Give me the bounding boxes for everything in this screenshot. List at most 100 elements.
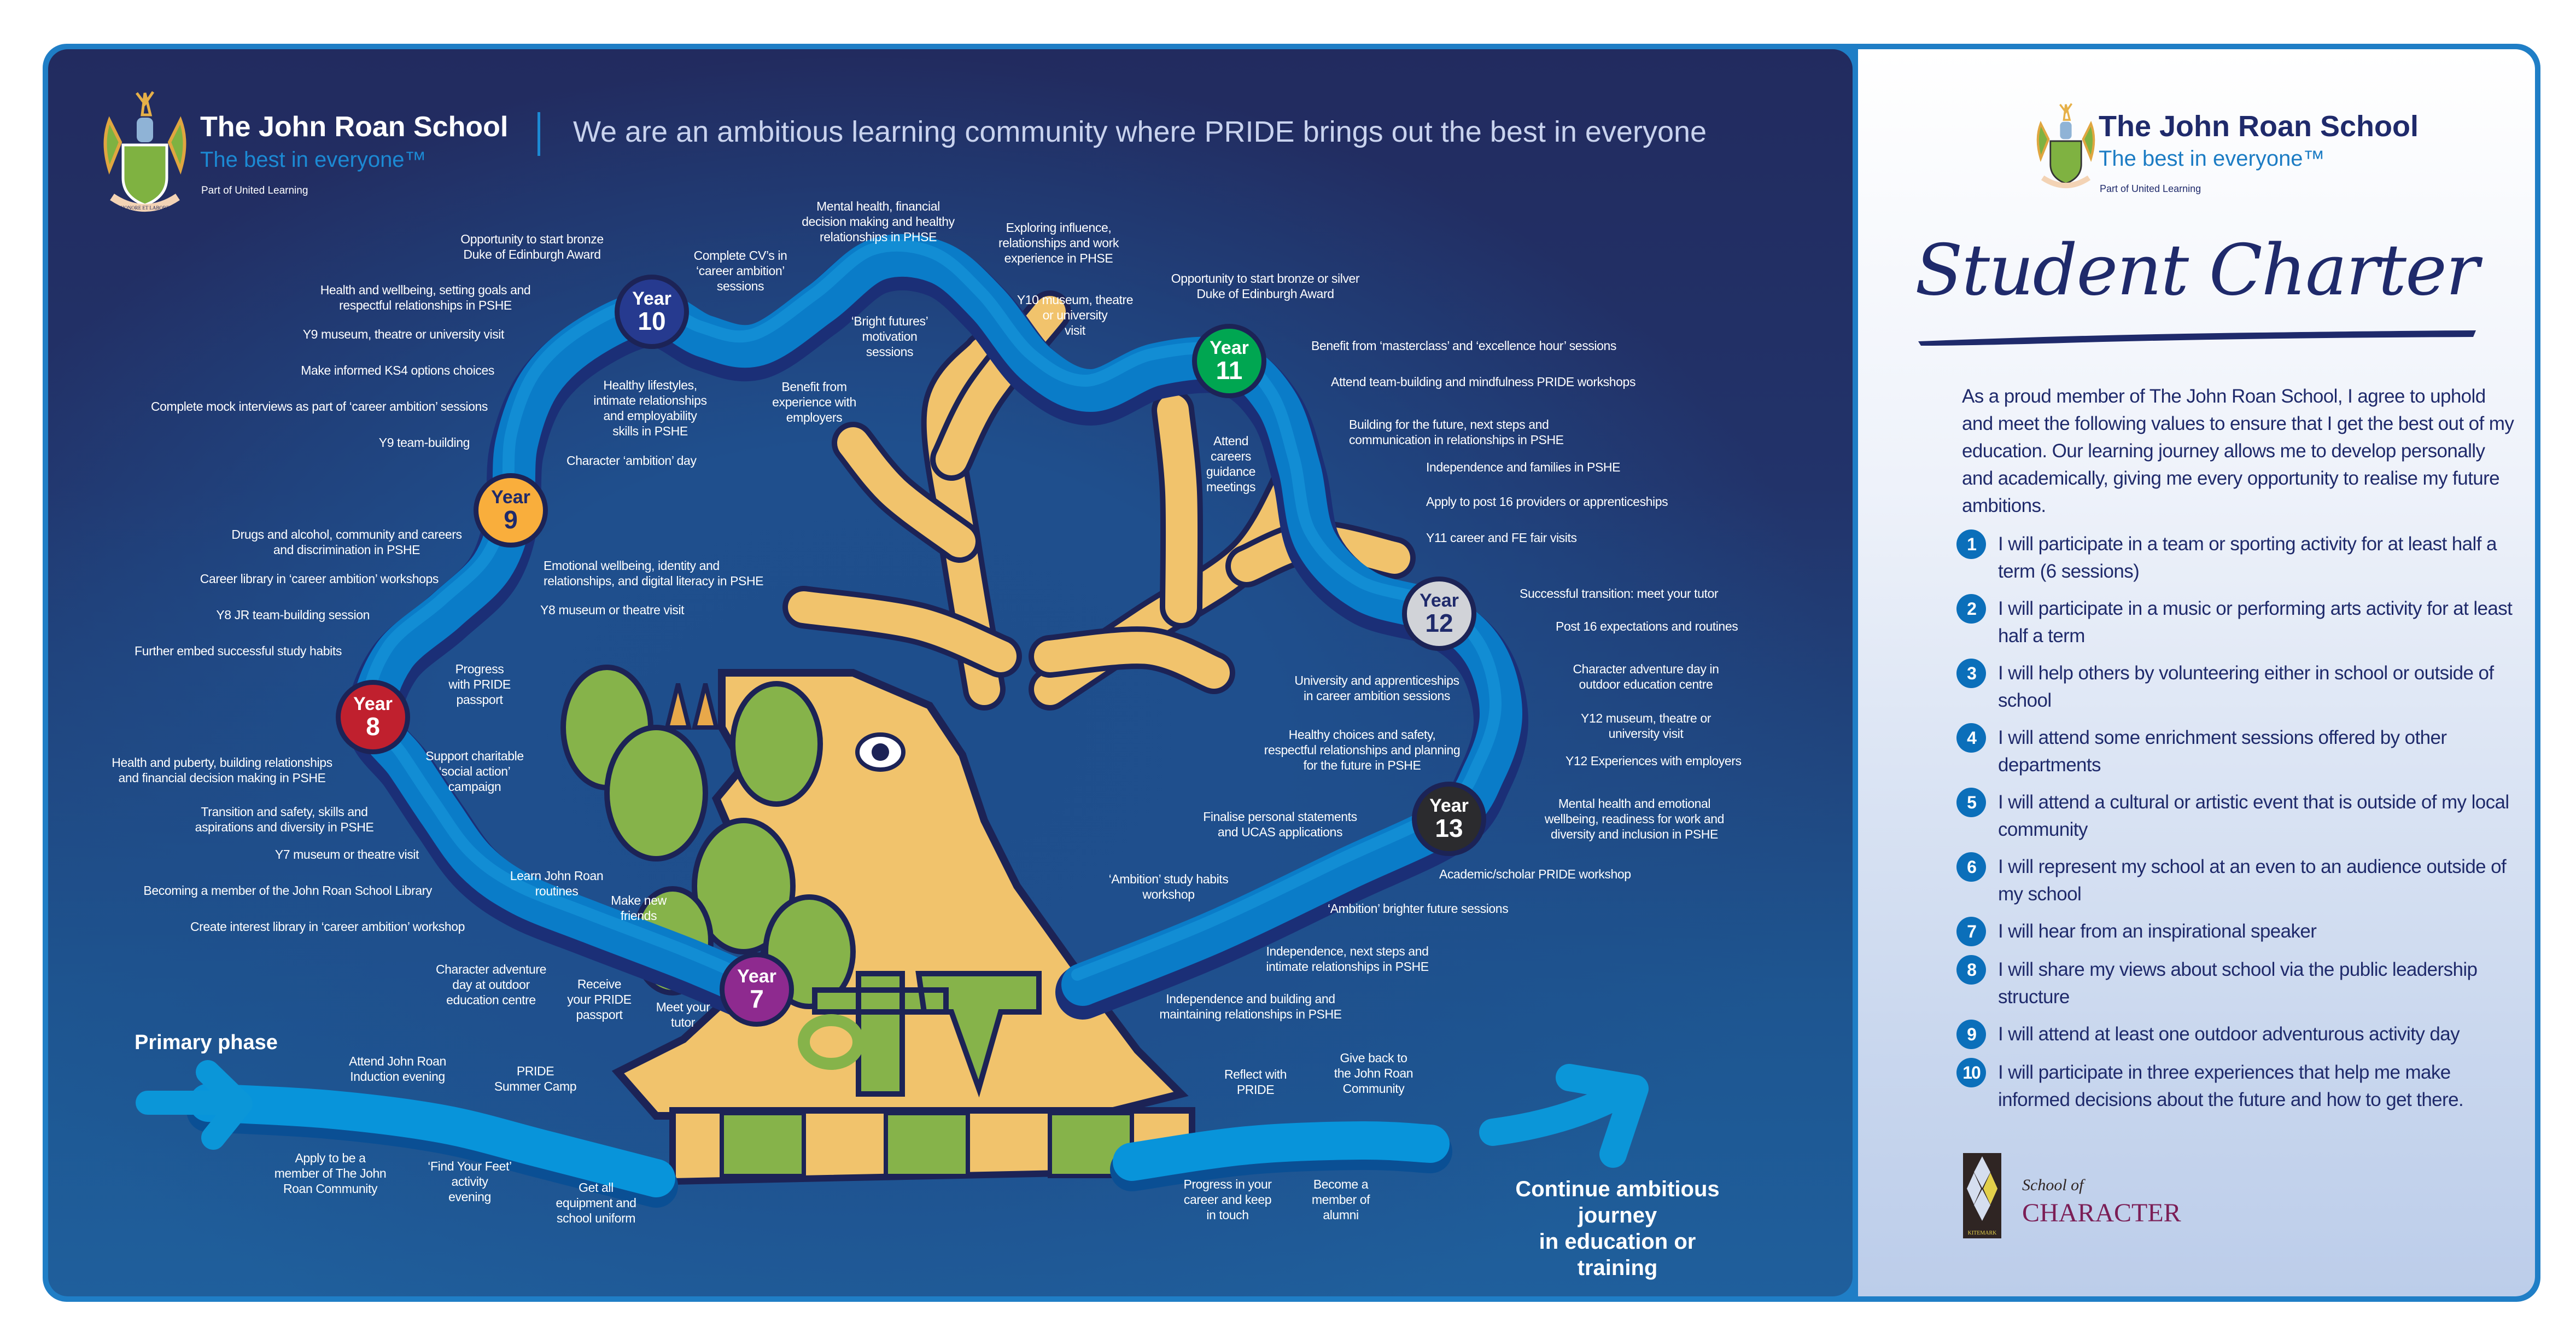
journey-milestone-label: Y10 museum, theatre or university visit [1017, 293, 1134, 337]
year-number: 8 [366, 712, 380, 741]
journey-milestone-label: Y12 Experiences with employers [1566, 754, 1742, 768]
charter-title: Student Charter [1914, 230, 2479, 311]
journey-milestone-label: Y9 team-building [378, 435, 470, 450]
journey-milestone-label: Exploring influence, relationships and w… [998, 220, 1119, 265]
journey-milestone-label: Benefit from ‘masterclass’ and ‘excellen… [1311, 339, 1616, 353]
year-number: 7 [750, 985, 764, 1013]
poster-frame: HONORE ET LABORE The John Roan School Th… [43, 44, 2540, 1302]
charter-value-text: I will hear from an inspirational speake… [1998, 921, 2317, 942]
journey-milestone-label: Reflect with PRIDE [1224, 1067, 1287, 1097]
school-of-text: School of [2022, 1176, 2084, 1194]
continue-journey-text: Continue ambitious journey in education … [1515, 1177, 1720, 1280]
year-label: Year [1420, 590, 1459, 611]
journey-milestone-label: Further embed successful study habits [135, 644, 342, 658]
charter-value-text: I will participate in a team or sporting… [1998, 533, 2497, 582]
journey-milestone-label: Character adventure day at outdoor educa… [435, 962, 547, 1007]
journey-milestone-label: Emotional wellbeing, identity and relati… [544, 558, 764, 588]
year-number: 10 [638, 307, 666, 335]
crest-motto: HONORE ET LABORE [121, 205, 170, 211]
journey-milestone-label: ‘Ambition’ brighter future sessions [1328, 901, 1509, 916]
journey-milestone-label: Receive your PRIDE passport [567, 977, 632, 1022]
wreath-band [720, 1111, 806, 1178]
charter-value-item: 1 I will participate in a team or sportin… [1956, 529, 2520, 585]
journey-milestone-label: Opportunity to start bronze or silver Du… [1171, 271, 1360, 301]
number-badge: 6 [1956, 852, 1986, 882]
year-label: Year [1210, 337, 1249, 358]
journey-milestone-label: ‘Ambition’ study habits workshop [1108, 872, 1229, 901]
year-number: 11 [1216, 356, 1243, 385]
charter-value-item: 2 I will participate in a music or perfor… [1956, 594, 2520, 650]
acorn-icon [664, 683, 720, 730]
number-badge: 2 [1956, 594, 1986, 624]
primary-arrow-icon [136, 1060, 253, 1150]
part-of-text: Part of United Learning [201, 185, 308, 196]
year-label: Year [737, 966, 776, 987]
journey-milestone-label: Drugs and alcohol, community and careers… [231, 527, 462, 557]
journey-milestone-label: Learn John Roan routines [510, 869, 604, 898]
anchor-icon [812, 971, 1042, 1098]
oak-leaf-icon [692, 818, 796, 954]
charter-value-text: I will help others by volunteering eithe… [1998, 662, 2494, 711]
antler [788, 591, 1017, 672]
school-tagline: The best in everyone™ [200, 148, 427, 172]
charter-intro: As a proud member of The John Roan Schoo… [1962, 386, 2514, 516]
journey-milestone-label: Attend team-building and mindfulness PRI… [1331, 375, 1636, 389]
year-label: Year [353, 694, 393, 714]
journey-milestone-label: Progress in your career and keep in touc… [1183, 1177, 1272, 1222]
journey-milestone-label: Y7 museum or theatre visit [274, 847, 419, 861]
journey-milestone-label: Post 16 expectations and routines [1556, 619, 1738, 633]
wreath-band [884, 1111, 970, 1178]
number-badge: 5 [1956, 788, 1986, 817]
antler [1034, 632, 1230, 689]
journey-milestone-label: PRIDE Summer Camp [494, 1064, 577, 1093]
journey-milestone-label: Attend careers guidance meetings [1206, 434, 1256, 494]
number-badge: 9 [1956, 1020, 1986, 1049]
journey-milestone-label: Healthy choices and safety, respectful r… [1264, 727, 1461, 772]
journey-milestone-label: Independence and families in PSHE [1426, 460, 1621, 474]
stag-pupil [872, 743, 889, 761]
primary-phase-heading: Primary phase [135, 1031, 278, 1054]
number-badge: 1 [1956, 529, 1986, 559]
journey-milestone-label: Meet your tutor [656, 1000, 710, 1029]
journey-milestone-label: Apply to be a member of The John Roan Co… [274, 1151, 387, 1196]
alumni-path [1113, 1121, 1450, 1181]
journey-milestone-label: Get all equipment and school uniform [556, 1180, 636, 1225]
journey-milestone-label: Become a member of alumni [1311, 1177, 1370, 1222]
journey-milestone-label: Complete CV’s in ‘career ambition’ sessi… [693, 248, 787, 293]
journey-milestone-label: Make informed KS4 options choices [301, 363, 494, 377]
journey-milestone-label: Healthy lifestyles, intimate relationshi… [593, 378, 707, 438]
header-divider [538, 112, 540, 156]
journey-milestone-label: Support charitable ‘social action’ campa… [425, 749, 524, 794]
year-label: Year [1429, 795, 1469, 816]
charter-value-text: I will participate in a music or perform… [1998, 598, 2513, 647]
journey-milestone-label: Apply to post 16 providers or apprentice… [1426, 494, 1668, 509]
charter-tagline: The best in everyone™ [2099, 147, 2325, 171]
journey-milestone-label: Y8 museum or theatre visit [540, 603, 685, 617]
journey-milestone-label: Health and puberty, building relationshi… [112, 755, 332, 785]
journey-milestone-label: Successful transition: meet your tutor [1520, 586, 1719, 601]
journey-milestone-label: Opportunity to start bronze Duke of Edin… [460, 232, 604, 261]
kitemark-badge: KITEMARK [1963, 1153, 2001, 1238]
antler [1157, 394, 1198, 623]
primary-path [189, 1084, 675, 1197]
journey-milestone-label: University and apprenticeships in career… [1294, 673, 1459, 703]
journey-milestone-label: Y11 career and FE fair visits [1426, 531, 1577, 545]
journey-milestone-label: ‘Find Your Feet’ activity evening [428, 1159, 512, 1204]
number-badge: 10 [1956, 1058, 1986, 1087]
charter-value-text: I will attend some enrichment sessions o… [1998, 727, 2447, 776]
kitemark-label: KITEMARK [1967, 1230, 1997, 1236]
learning-journey-panel: HONORE ET LABORE The John Roan School Th… [48, 49, 1853, 1296]
journey-milestone-label: Independence, next steps and intimate re… [1266, 944, 1429, 974]
charter-part-of: Part of United Learning [2100, 183, 2201, 194]
year-label: Year [632, 288, 671, 309]
journey-illustration [136, 234, 1649, 1208]
journey-milestone-label: Progress with PRIDE passport [448, 662, 511, 707]
continue-arrow-icon [1479, 1064, 1649, 1168]
